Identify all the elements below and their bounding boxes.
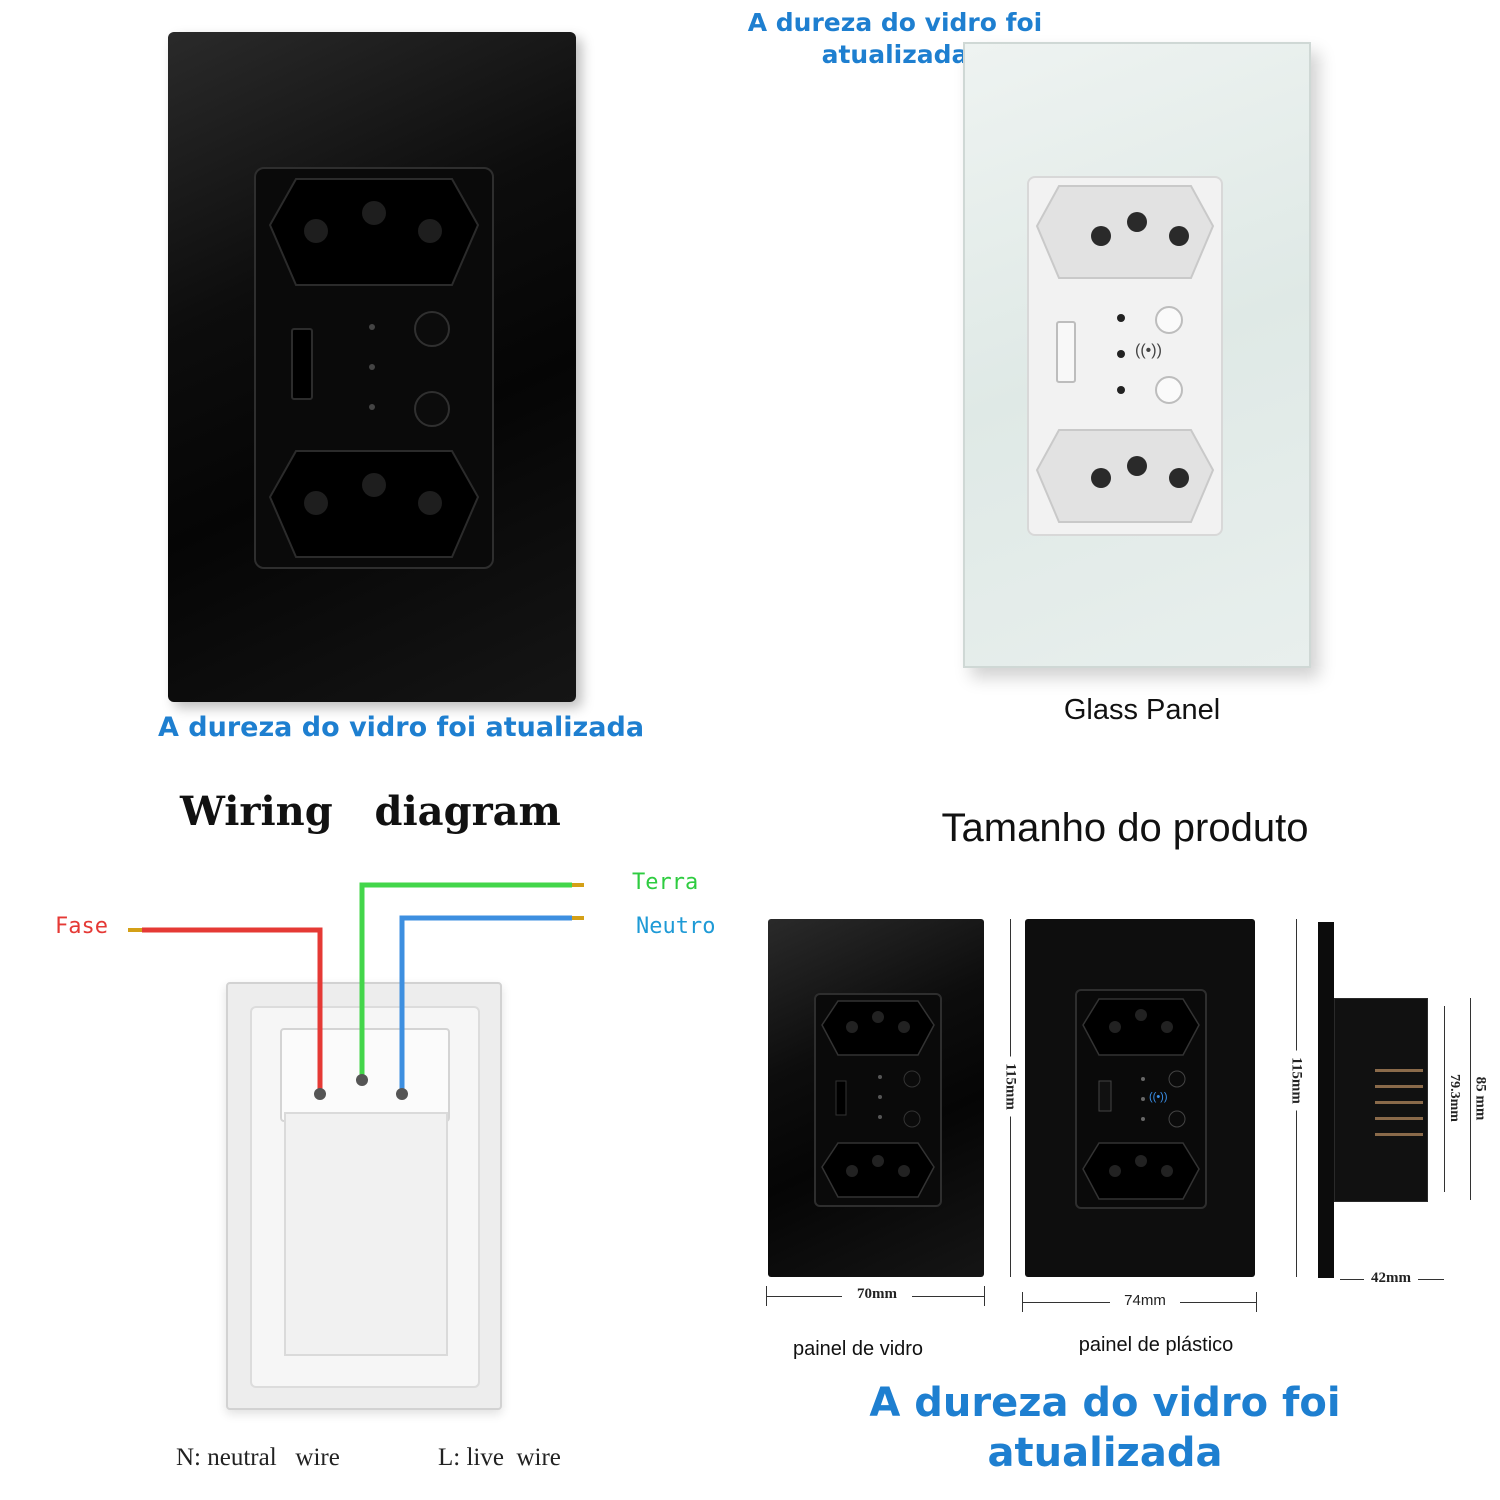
glass-width-label: 70mm	[842, 1286, 912, 1303]
wiring-back-plate	[226, 982, 502, 1410]
top-left-caption: A dureza do vidro foi atualizada	[158, 712, 645, 743]
top-right-caption-line2: atualizada	[821, 40, 969, 69]
white-socket-module: ((•))	[1027, 176, 1223, 536]
fase-label: Fase	[55, 914, 108, 939]
side-vent-2	[1375, 1085, 1423, 1088]
size-plastic-module-drawing	[1082, 998, 1200, 1200]
glass-width-tick-right	[984, 1286, 985, 1306]
legend-live: L: live wire	[438, 1444, 561, 1471]
plastic-width-tick-right	[1256, 1292, 1257, 1312]
side-vent-4	[1375, 1117, 1423, 1120]
wiring-title: Wiring diagram	[180, 788, 561, 835]
side-vent-1	[1375, 1069, 1423, 1072]
product-size-title: Tamanho do produto	[941, 806, 1309, 850]
glass-height-label: 115mm	[1001, 1056, 1019, 1117]
socket-module-drawing	[268, 178, 480, 558]
white-socket-module-drawing	[1035, 185, 1215, 523]
plastic-height-label: 115mm	[1287, 1050, 1305, 1111]
plastic-width-tick-left	[1022, 1292, 1023, 1312]
size-wifi-icon: ((•))	[1149, 1091, 1168, 1103]
top-right-caption-line1: A dureza do vidro foi	[747, 8, 1043, 37]
glass-width-tick-left	[766, 1286, 767, 1306]
label-plastic-panel: painel de plástico	[1078, 1334, 1234, 1356]
bottom-right-caption-line2: atualizada	[987, 1430, 1223, 1476]
wifi-icon: ((•))	[1135, 342, 1162, 359]
terminal-block	[280, 1028, 450, 1122]
size-plastic-module: ((•))	[1075, 989, 1207, 1209]
depth-label: 42mm	[1364, 1270, 1418, 1287]
terra-label: Terra	[632, 870, 699, 895]
bottom-right-caption-line1: A dureza do vidro foi	[869, 1380, 1341, 1426]
label-glass-panel: painel de vidro	[792, 1338, 924, 1360]
neutro-label: Neutro	[636, 914, 716, 939]
side-inner-line	[1444, 1006, 1445, 1192]
back-cover	[284, 1112, 448, 1356]
size-glass-module-drawing	[821, 1000, 935, 1198]
socket-module	[254, 167, 494, 569]
size-glass-panel	[768, 919, 984, 1277]
side-vent-5	[1375, 1133, 1423, 1136]
side-view-plate	[1318, 922, 1334, 1278]
white-glass-socket-image: ((•))	[963, 42, 1311, 668]
glass-panel-label: Glass Panel	[1063, 694, 1221, 726]
side-inner-label: 79.3mm	[1446, 1068, 1462, 1128]
side-outer-line	[1470, 998, 1471, 1200]
size-glass-module	[814, 993, 942, 1207]
plastic-width-label: 74mm	[1110, 1292, 1180, 1309]
side-outer-label: 85 mm	[1471, 1068, 1489, 1129]
black-glass-socket-image	[168, 32, 576, 702]
size-plastic-panel: ((•))	[1025, 919, 1255, 1277]
side-view-body	[1334, 998, 1428, 1202]
side-vent-3	[1375, 1101, 1423, 1104]
legend-neutral: N: neutral wire	[176, 1444, 340, 1471]
